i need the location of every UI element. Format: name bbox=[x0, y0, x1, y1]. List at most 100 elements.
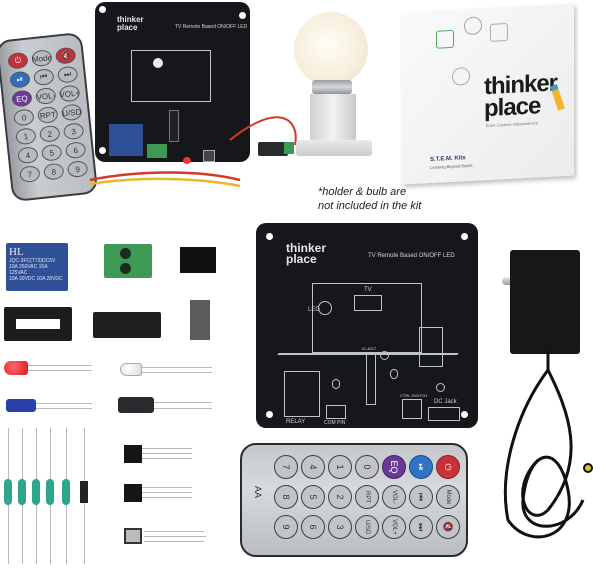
lead bbox=[28, 370, 92, 371]
screw-icon bbox=[120, 248, 131, 259]
play-pause-button: ⏯ bbox=[409, 455, 433, 479]
mount-hole bbox=[461, 411, 468, 418]
ic-chip bbox=[93, 312, 161, 338]
digit-1-button: 1 bbox=[15, 127, 37, 146]
lead bbox=[144, 536, 206, 537]
mount-hole bbox=[99, 6, 106, 13]
digit-3-button: 3 bbox=[328, 515, 352, 539]
ctrl-switch-label: CTRL SWITCH bbox=[400, 393, 428, 398]
bulb-cap bbox=[312, 80, 352, 94]
relay bbox=[109, 124, 143, 156]
capacitor-outline bbox=[380, 351, 389, 360]
digit-7-button: 7 bbox=[19, 165, 41, 184]
lead bbox=[28, 365, 92, 366]
digit-0-button: 0 bbox=[13, 108, 35, 127]
dc-plug bbox=[258, 142, 288, 156]
brand-mark: AA bbox=[253, 485, 264, 499]
pcb-title: TV Remote Based ON/OFF LED bbox=[175, 24, 248, 30]
mode-button: Mode bbox=[436, 485, 460, 509]
lead bbox=[142, 448, 192, 449]
mount-hole bbox=[99, 147, 106, 154]
vol-down-button: VOL- bbox=[382, 485, 406, 509]
lead bbox=[36, 403, 92, 404]
digit-6-button: 6 bbox=[301, 515, 325, 539]
ir-remote-large: AA 7 4 1 0 EQ ⏯ ⏻ 8 5 2 RPT VOL- ⏮ Mode … bbox=[240, 443, 468, 557]
relay: HL JQC-3FC(T73)DC5V 10A 250VAC 15A 125VA… bbox=[6, 243, 68, 291]
lead bbox=[142, 487, 192, 488]
led-outline bbox=[318, 301, 332, 315]
com-pin-label: COM PIN bbox=[324, 420, 346, 426]
power-button: ⏻ bbox=[7, 51, 29, 70]
relay-label: RELAY bbox=[286, 419, 306, 425]
pcb-board: thinker place TV Remote Based ON/OFF LED… bbox=[256, 223, 478, 428]
next-button: ⏭ bbox=[56, 65, 79, 84]
lead bbox=[154, 408, 212, 409]
red-led bbox=[4, 361, 28, 375]
lead bbox=[144, 541, 204, 542]
digit-8-button: 8 bbox=[274, 485, 298, 509]
ic-chip bbox=[169, 110, 179, 142]
digit-1-button: 1 bbox=[328, 455, 352, 479]
ceramic-capacitor bbox=[6, 399, 36, 412]
bulb-holder-base bbox=[296, 140, 372, 156]
play-pause-button: ⏯ bbox=[9, 70, 31, 89]
dc-adapter bbox=[510, 250, 580, 354]
vol-down-button: VOL- bbox=[35, 87, 57, 106]
resistor bbox=[18, 479, 26, 505]
com-pin-outline bbox=[326, 405, 346, 419]
transistor-outline bbox=[390, 369, 398, 379]
digit-5-button: 5 bbox=[40, 143, 63, 162]
resistor bbox=[62, 479, 70, 505]
assembled-pcb: thinker place TV Remote Based ON/OFF LED bbox=[95, 2, 250, 164]
screw-icon bbox=[120, 263, 131, 274]
lead bbox=[142, 372, 212, 373]
eq-button: EQ bbox=[11, 89, 33, 108]
digit-4-button: 4 bbox=[17, 146, 39, 165]
ic-label: IC-4017 bbox=[362, 346, 377, 351]
next-button: ⏭ bbox=[409, 515, 433, 539]
capacitor-outline bbox=[436, 383, 445, 392]
transistor bbox=[124, 484, 142, 502]
resistor bbox=[32, 479, 40, 505]
power-button: ⏻ bbox=[436, 455, 460, 479]
digit-9-button: 9 bbox=[274, 515, 298, 539]
pcb-room-outline bbox=[312, 283, 422, 353]
digit-2-button: 2 bbox=[328, 485, 352, 509]
adapter-cable bbox=[503, 350, 593, 539]
ic-socket bbox=[4, 307, 72, 341]
pcb-logo: thinker place bbox=[117, 15, 144, 32]
screw-terminal bbox=[147, 144, 167, 158]
lead bbox=[36, 408, 92, 409]
vol-up-button: VOL+ bbox=[382, 515, 406, 539]
mount-hole bbox=[239, 12, 246, 19]
rpt-button: RPT bbox=[37, 105, 59, 124]
box-kit-subtitle: Learning Beyond Books bbox=[430, 162, 473, 171]
atom-icon bbox=[464, 16, 482, 36]
push-switch bbox=[203, 150, 215, 162]
lead bbox=[154, 402, 212, 403]
led-label: LED bbox=[308, 307, 320, 313]
pcb-logo: thinker place bbox=[286, 241, 327, 266]
rpt-button: RPT bbox=[355, 485, 379, 509]
mount-hole bbox=[266, 411, 273, 418]
box-kit-type: S.T.E.M. Kits bbox=[430, 155, 466, 164]
digit-8-button: 8 bbox=[42, 162, 65, 181]
dc-jack-outline bbox=[428, 407, 460, 421]
remote-large-buttons: 7 4 1 0 EQ ⏯ ⏻ 8 5 2 RPT VOL- ⏮ Mode 9 6… bbox=[274, 455, 460, 539]
digit-4-button: 4 bbox=[301, 455, 325, 479]
mute-button: 🔇 bbox=[54, 46, 77, 65]
electrolytic-capacitor bbox=[118, 397, 154, 413]
usd-button: U/SD bbox=[355, 515, 379, 539]
mount-hole bbox=[461, 233, 468, 240]
light-bulb bbox=[294, 12, 368, 86]
digit-2-button: 2 bbox=[38, 124, 61, 143]
white-led bbox=[153, 58, 163, 68]
resistor bbox=[4, 479, 12, 505]
tv-outline bbox=[354, 295, 382, 311]
disclaimer-caption: *holder & bulb are not included in the k… bbox=[318, 186, 422, 212]
speaker-outline bbox=[419, 327, 443, 367]
socket-slot bbox=[16, 319, 60, 329]
lead bbox=[142, 492, 192, 493]
ir-receiver bbox=[124, 528, 142, 544]
wires bbox=[89, 116, 297, 188]
